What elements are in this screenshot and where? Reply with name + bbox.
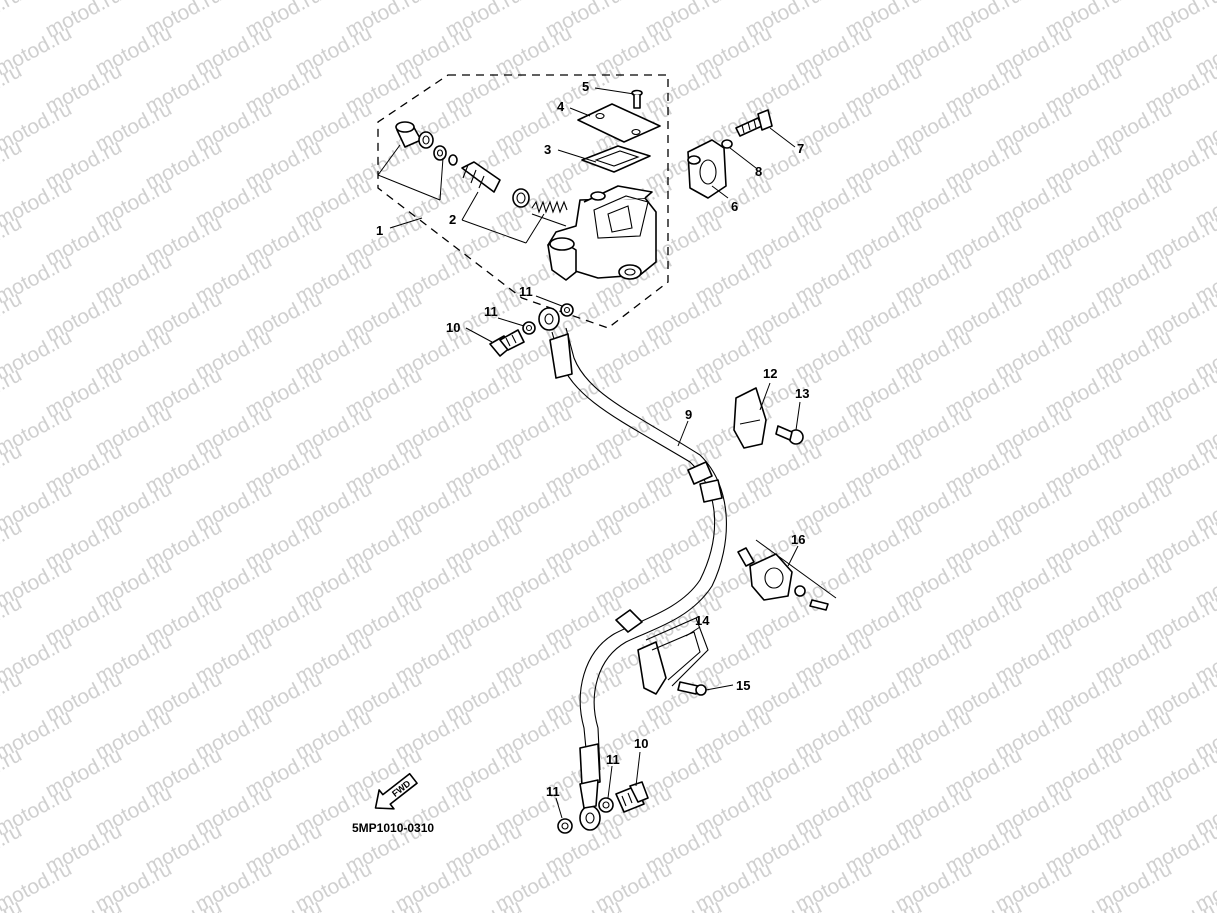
callout-11-upper-left: 11 [484, 304, 498, 319]
watermark-text: motod.ru [542, 895, 626, 913]
watermark-text: motod.ru [942, 895, 1026, 913]
callout-6: 6 [731, 199, 738, 214]
callout-9: 9 [685, 407, 692, 422]
callout-7: 7 [797, 141, 804, 156]
upper-banjo-fitting[interactable] [538, 307, 560, 331]
leader-lines [377, 87, 837, 819]
upper-washer-left[interactable] [522, 321, 536, 335]
hose-bracket[interactable] [637, 617, 709, 695]
callout-14: 14 [695, 613, 710, 628]
upper-washer-right[interactable] [560, 303, 574, 317]
master-cylinder[interactable] [547, 185, 657, 281]
callout-labels: 1 2 3 4 5 6 7 8 9 10 11 11 11 10 11 12 1… [376, 79, 809, 799]
watermark-text: motod.ru [42, 895, 126, 913]
hose-guide[interactable] [733, 387, 767, 449]
lower-banjo-fitting[interactable] [579, 779, 601, 831]
watermark-text: motod.ru [242, 895, 326, 913]
callout-12: 12 [763, 366, 777, 381]
lower-washer-left[interactable] [557, 818, 573, 834]
callout-15: 15 [736, 678, 750, 693]
callout-16: 16 [791, 532, 805, 547]
callout-10-lower: 10 [634, 736, 648, 751]
watermark-text: motod.ru [742, 895, 826, 913]
watermark-text: motod.ru [1192, 0, 1217, 4]
bracket-bolt[interactable] [677, 681, 707, 696]
callout-5: 5 [582, 79, 589, 94]
reservoir-cap[interactable] [577, 103, 661, 143]
watermark-text: motod.ru [642, 895, 726, 913]
holder-bolt[interactable] [735, 109, 773, 137]
callout-1: 1 [376, 223, 383, 238]
lower-washer-right[interactable] [598, 797, 614, 813]
watermark-text: motod.ru [0, 0, 26, 42]
watermark-text: motod.ru [842, 895, 926, 913]
cap-screw[interactable] [631, 89, 643, 109]
callout-2: 2 [449, 212, 456, 227]
lower-union-bolt[interactable] [615, 781, 649, 813]
piston-kit[interactable] [395, 121, 568, 227]
diagram-code: 5MP1010-0310 [352, 821, 434, 835]
callout-3: 3 [544, 142, 551, 157]
watermark-text: motod.ru [342, 895, 426, 913]
hose-clamp-set[interactable] [737, 547, 829, 611]
brake-hose[interactable] [549, 327, 727, 787]
upper-union-bolt[interactable] [489, 329, 525, 357]
watermark-text: motod.ru [442, 895, 526, 913]
watermark-text: motod.ru [142, 895, 226, 913]
callout-11-upper-right: 11 [519, 284, 533, 299]
callout-8: 8 [755, 164, 762, 179]
holder-washer[interactable] [721, 139, 733, 149]
master-cylinder-holder[interactable] [687, 139, 727, 199]
callout-4: 4 [557, 99, 565, 114]
callout-11-lower-right: 11 [606, 752, 620, 767]
hose-guide-bolt[interactable] [775, 425, 804, 445]
callout-10-upper: 10 [446, 320, 460, 335]
callout-13: 13 [795, 386, 809, 401]
watermark-text: motod.ru [1042, 895, 1126, 913]
diaphragm[interactable] [581, 145, 651, 173]
callout-11-lower-left: 11 [546, 784, 560, 799]
